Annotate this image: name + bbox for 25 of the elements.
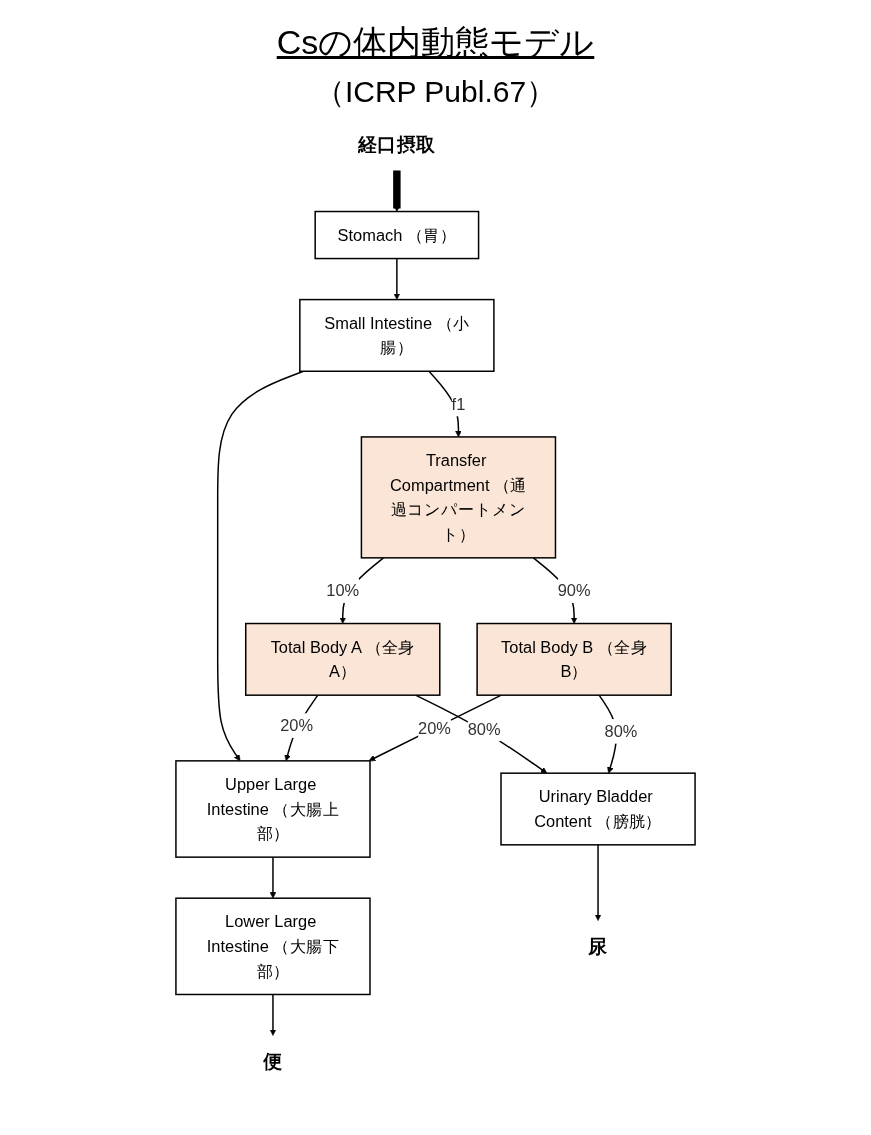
node-box: Transfer Compartment （通過コンパートメント）	[360, 436, 557, 559]
node-text: 経口摂取	[358, 133, 436, 156]
node-box: Lower Large Intestine （大腸下部）	[175, 897, 371, 996]
edge-label: 10%	[326, 581, 360, 601]
node-box: Urinary Bladder Content （膀胱）	[500, 772, 696, 846]
edge-label: f1	[451, 394, 466, 414]
node-text: 便	[263, 1049, 283, 1073]
edge-label: 80%	[604, 722, 638, 741]
node-box: Total Body A （全身A）	[245, 622, 441, 696]
node-box: Small Intestine （小腸）	[299, 298, 495, 372]
edge-label: 90%	[557, 581, 591, 601]
node-box: Upper Large Intestine （大腸上部）	[175, 760, 371, 858]
arrow	[269, 856, 277, 899]
arrow	[269, 993, 277, 1036]
edge-label: 80%	[467, 719, 501, 739]
diagram-title: Csの体内動態モデル	[276, 22, 595, 63]
edge-label: 20%	[280, 716, 314, 735]
subtitle: （ICRP Publ.67）	[314, 75, 557, 108]
arrow	[368, 694, 503, 762]
arrow	[594, 844, 602, 921]
node-text: 尿	[588, 934, 608, 958]
node-box: Stomach （胃）	[314, 210, 480, 260]
arrow	[393, 257, 401, 300]
edge-label: 20%	[418, 718, 451, 738]
node-box: Total Body B （全身B）	[476, 622, 672, 696]
